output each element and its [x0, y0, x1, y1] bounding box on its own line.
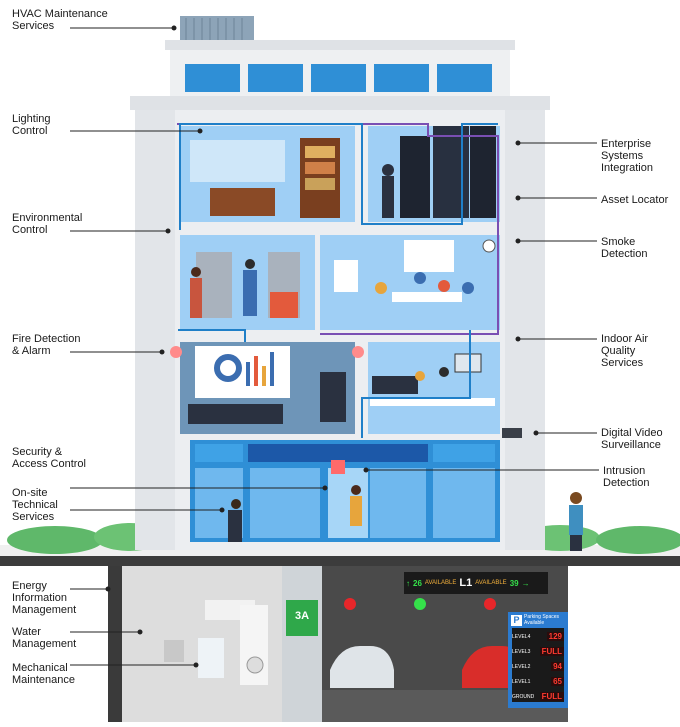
arrow-right-icon: →: [521, 578, 530, 588]
parking-board-row: LEVEL2 94: [512, 660, 564, 673]
floor-2: [180, 235, 500, 330]
label-enterprise: Enterprise Systems Integration: [601, 138, 653, 174]
level-sign-left-count: 26: [413, 578, 422, 588]
parking-row-value: 65: [551, 677, 564, 686]
parking-row-level: LEVEL2: [512, 663, 531, 670]
parking-row-value: 94: [551, 662, 564, 671]
arrow-up-icon: ↑: [406, 578, 410, 588]
level-sign-right-count: 39: [509, 578, 519, 588]
label-asset: Asset Locator: [601, 194, 669, 206]
parking-row-value: FULL: [539, 692, 564, 701]
floor-3: [180, 126, 500, 222]
parking-board-row: GROUND FULL: [512, 690, 564, 703]
label-hvac: HVAC Maintenance Services: [12, 8, 108, 32]
parking-row-level: LEVEL4: [512, 633, 531, 640]
parking-row-value: FULL: [539, 647, 564, 656]
level-sign-level: L1: [459, 577, 473, 589]
level-sign-available-right: AVAILABLE: [475, 580, 507, 586]
level-sign: ↑ 26 AVAILABLE L1 AVAILABLE 39 →: [406, 573, 546, 593]
lobby: [190, 428, 583, 551]
label-onsite: On-site Technical Services: [12, 487, 58, 523]
parking-row-value: 129: [546, 632, 564, 641]
floor-1: [170, 342, 500, 434]
label-security: Security & Access Control: [12, 446, 86, 470]
parking-board-row: LEVEL4 129: [512, 630, 564, 643]
parking-row-level: LEVEL1: [512, 678, 531, 685]
label-energy: Energy Information Management: [12, 580, 77, 616]
parking-board-row: LEVEL3 FULL: [512, 645, 564, 658]
label-fire: Fire Detection & Alarm: [12, 333, 81, 357]
label-smoke: Smoke Detection: [601, 236, 648, 260]
basement: [0, 556, 680, 722]
parking-board-title: Parking Spaces Available: [524, 614, 560, 626]
label-mechanical: Mechanical Maintenance: [12, 662, 75, 686]
parking-row-level: LEVEL3: [512, 648, 531, 655]
parking-board-row: LEVEL1 65: [512, 675, 564, 688]
label-video: Digital Video Surveillance: [601, 427, 663, 451]
label-environmental: Environmental Control: [12, 212, 83, 236]
zone-label: 3A: [294, 610, 310, 622]
label-intrusion: Intrusion Detection: [603, 465, 650, 489]
parking-p-icon: P: [511, 614, 522, 626]
level-sign-available-left: AVAILABLE: [424, 580, 457, 586]
network-lines: [177, 123, 499, 438]
label-lighting: Lighting Control: [12, 113, 51, 137]
parking-row-level: GROUND: [512, 693, 535, 700]
label-indoor: Indoor Air Quality Services: [601, 333, 649, 369]
label-water: Water Management: [12, 626, 77, 650]
